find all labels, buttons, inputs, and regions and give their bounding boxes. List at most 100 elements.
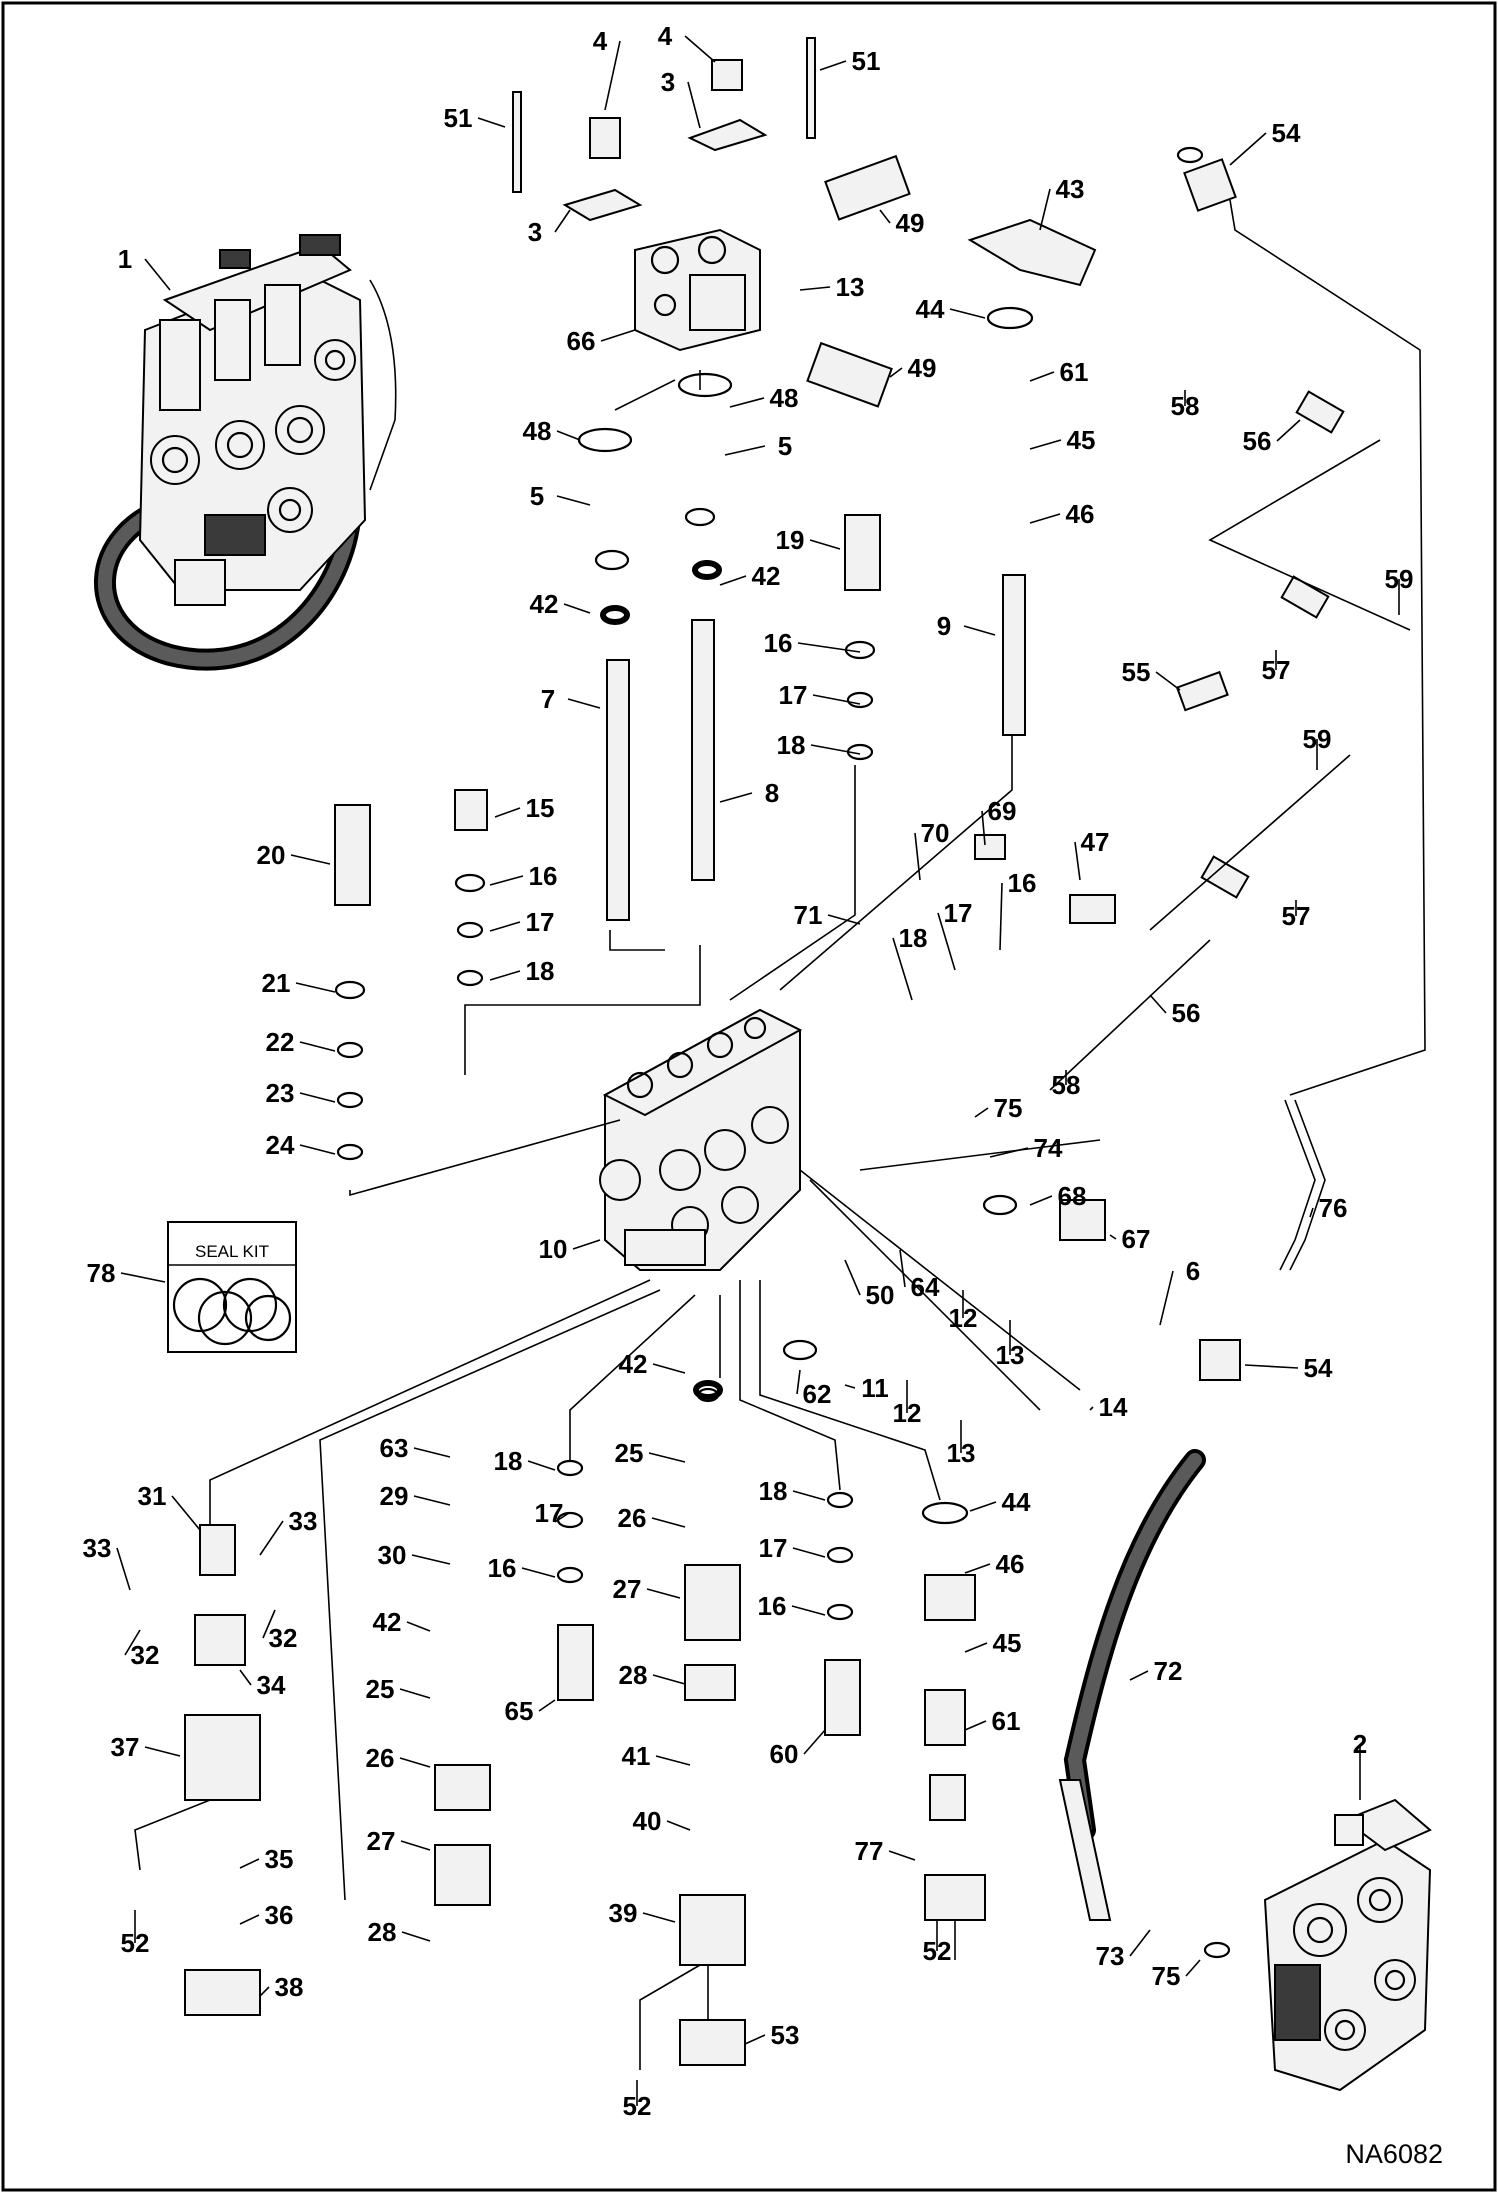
callout-13-top-leader bbox=[799, 286, 831, 291]
callout-34-leader bbox=[239, 1669, 252, 1686]
callout-77: 77 bbox=[855, 1836, 884, 1866]
callout-16-c: 16 bbox=[1008, 868, 1037, 898]
callout-29-leader bbox=[413, 1495, 451, 1506]
callout-56-a-leader bbox=[1276, 419, 1301, 442]
callout-27-a-leader bbox=[646, 1588, 681, 1599]
callout-45-b-leader bbox=[964, 1642, 988, 1653]
callout-12-lower: 12 bbox=[893, 1398, 922, 1428]
callout-24: 24 bbox=[266, 1130, 295, 1160]
callout-16-e: 16 bbox=[758, 1591, 787, 1621]
callout-18-c: 18 bbox=[899, 923, 928, 953]
callout-30: 30 bbox=[378, 1540, 407, 1570]
callout-26-b: 26 bbox=[366, 1743, 395, 1773]
callout-35: 35 bbox=[265, 1844, 294, 1874]
callout-35-leader bbox=[239, 1858, 260, 1869]
callout-17-d-leader bbox=[554, 1512, 570, 1523]
callout-52-a: 52 bbox=[121, 1928, 150, 1958]
callout-56-b-leader bbox=[1149, 994, 1167, 1014]
callout-6-leader bbox=[1159, 1270, 1174, 1326]
callout-4-right: 4 bbox=[658, 21, 673, 51]
spools bbox=[606, 574, 1026, 921]
callout-9-leader bbox=[963, 625, 996, 636]
callout-69-leader bbox=[981, 810, 986, 846]
callout-70-leader bbox=[914, 832, 921, 881]
tube-76 bbox=[1279, 1099, 1316, 1271]
callout-54-b: 54 bbox=[1304, 1353, 1333, 1383]
callout-49-b-leader bbox=[889, 367, 903, 378]
callout-27-b-leader bbox=[400, 1840, 431, 1851]
callout-45-a-leader bbox=[1029, 439, 1062, 450]
callout-68: 68 bbox=[1058, 1181, 1087, 1211]
callout-1-leader bbox=[144, 258, 171, 291]
callout-40: 40 bbox=[633, 1806, 662, 1836]
callout-63: 63 bbox=[380, 1433, 409, 1463]
callout-37: 37 bbox=[111, 1732, 140, 1762]
callout-36: 36 bbox=[265, 1900, 294, 1930]
callout-18-b: 18 bbox=[526, 956, 555, 986]
callout-16-a: 16 bbox=[764, 628, 793, 658]
callout-27-a: 27 bbox=[613, 1574, 642, 1604]
callout-76: 76 bbox=[1319, 1193, 1348, 1223]
callout-54-b-leader bbox=[1244, 1364, 1299, 1369]
callout-36-leader bbox=[239, 1914, 260, 1925]
callout-55: 55 bbox=[1122, 657, 1151, 687]
callout-47: 47 bbox=[1081, 827, 1110, 857]
callout-65-leader bbox=[538, 1699, 556, 1712]
spool-7 bbox=[606, 659, 630, 921]
callout-26-a-leader bbox=[651, 1517, 686, 1528]
callout-44-a-leader bbox=[949, 308, 986, 319]
callout-2: 2 bbox=[1353, 1729, 1367, 1759]
callout-43: 43 bbox=[1056, 174, 1085, 204]
callout-23-leader bbox=[299, 1092, 336, 1103]
callout-46-b-leader bbox=[964, 1563, 991, 1574]
callout-15: 15 bbox=[526, 793, 555, 823]
callout-57-a: 57 bbox=[1262, 655, 1291, 685]
callout-22: 22 bbox=[266, 1027, 295, 1057]
callout-75-a: 75 bbox=[994, 1093, 1023, 1123]
callout-15-leader bbox=[494, 807, 521, 818]
callout-72-leader bbox=[1129, 1670, 1149, 1681]
callout-5-left-leader bbox=[556, 495, 591, 506]
callout-30-leader bbox=[411, 1554, 451, 1565]
callout-34: 34 bbox=[257, 1670, 286, 1700]
callout-67: 67 bbox=[1122, 1224, 1151, 1254]
callout-7: 7 bbox=[541, 684, 555, 714]
callout-27-b: 27 bbox=[367, 1826, 396, 1856]
callout-46-a: 46 bbox=[1066, 499, 1095, 529]
callout-69: 69 bbox=[988, 796, 1017, 826]
callout-58-b: 58 bbox=[1052, 1070, 1081, 1100]
callout-49-b: 49 bbox=[908, 353, 937, 383]
callout-17-a: 17 bbox=[779, 680, 808, 710]
callout-58-a: 58 bbox=[1171, 391, 1200, 421]
hose-72 bbox=[1063, 1449, 1206, 1841]
callout-4-left-leader bbox=[604, 40, 621, 111]
callout-50: 50 bbox=[866, 1280, 895, 1310]
callout-17-c-leader bbox=[937, 912, 956, 971]
callout-41-leader bbox=[655, 1755, 691, 1766]
callout-31: 31 bbox=[138, 1481, 167, 1511]
spool-9 bbox=[1002, 574, 1026, 736]
valve-assembly-complete bbox=[94, 234, 397, 671]
callout-10-leader bbox=[572, 1239, 601, 1250]
callout-17-d: 17 bbox=[535, 1498, 564, 1528]
callout-1: 1 bbox=[118, 244, 132, 274]
callout-51-b-leader bbox=[819, 60, 847, 71]
callout-28-b-leader bbox=[401, 1931, 431, 1942]
callout-4-left: 4 bbox=[593, 26, 608, 56]
callout-53: 53 bbox=[771, 2020, 800, 2050]
callout-32-b: 32 bbox=[269, 1623, 298, 1653]
callout-51-a: 51 bbox=[444, 103, 473, 133]
callout-45-a: 45 bbox=[1067, 425, 1096, 455]
callout-44-b: 44 bbox=[1002, 1487, 1031, 1517]
callout-42-c-leader bbox=[406, 1621, 431, 1632]
seal-kit-box: SEAL KIT bbox=[167, 1221, 297, 1353]
callout-74-leader bbox=[989, 1147, 1029, 1158]
callout-67-leader bbox=[1109, 1234, 1117, 1240]
callout-54-a: 54 bbox=[1272, 118, 1301, 148]
callout-38-leader bbox=[259, 1986, 270, 1997]
callout-17-e: 17 bbox=[759, 1533, 788, 1563]
callout-55-leader bbox=[1155, 671, 1181, 691]
callout-12-upper: 12 bbox=[949, 1303, 978, 1333]
